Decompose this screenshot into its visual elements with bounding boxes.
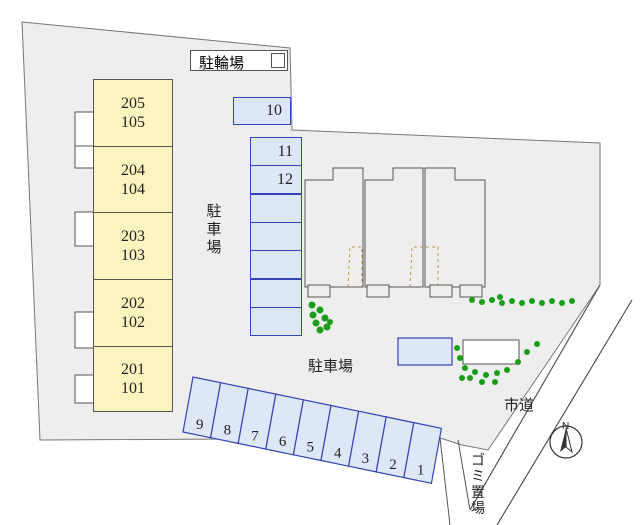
dashed-outlines xyxy=(347,246,439,288)
unit-upper-number: 201 xyxy=(121,361,145,378)
road-edge-outer xyxy=(469,284,601,511)
bicycle-parking: 駐輪場 xyxy=(190,50,288,72)
trees xyxy=(308,294,575,385)
parking-space-number: 1 xyxy=(417,462,425,478)
garbage-area-edge xyxy=(439,437,451,525)
parking-space-number: 5 xyxy=(306,440,314,456)
parking-space: 10 xyxy=(233,97,291,125)
parking-space-number: 3 xyxy=(362,451,370,467)
parking-label-center: 駐車場 xyxy=(308,358,354,375)
road-edge-inner xyxy=(496,299,633,525)
unit-upper-number: 202 xyxy=(121,295,145,312)
parking-space xyxy=(250,250,302,280)
unit-lower-number: 105 xyxy=(121,114,145,131)
unit-upper-number: 203 xyxy=(121,228,145,245)
garbage-area-edge xyxy=(457,439,471,511)
bottom-parking-row: 9 8 7 6 5 4 3 2 1 xyxy=(182,376,443,485)
unit-lower-number: 104 xyxy=(121,180,145,198)
north-arrow-icon xyxy=(549,425,583,459)
city-road-label: 市道 xyxy=(504,397,535,414)
parking-space-number: 10 xyxy=(266,102,282,119)
parking-space-number: 6 xyxy=(279,434,287,450)
unit-upper-number: 204 xyxy=(121,161,145,179)
parking-label-vertical: 駐車場 xyxy=(206,203,222,256)
parking-space-number: 2 xyxy=(389,457,397,473)
parking-space xyxy=(250,306,302,336)
balconies xyxy=(74,111,95,404)
parking-space xyxy=(250,193,302,223)
unit-lower-number: 102 xyxy=(121,314,145,331)
parking-space-number: 12 xyxy=(277,170,293,188)
unit-lower-number: 101 xyxy=(121,380,145,397)
parking-space xyxy=(250,278,302,308)
parking-space xyxy=(403,421,443,485)
parking-space-number: 11 xyxy=(277,142,293,160)
unit-upper-number: 205 xyxy=(121,95,145,112)
unit-lower-number: 103 xyxy=(121,247,145,264)
bicycle-parking-box xyxy=(271,53,285,68)
parking-space-number: 8 xyxy=(224,423,232,439)
parking-space-number: 7 xyxy=(251,428,259,444)
storage-box xyxy=(462,339,520,365)
parking-space-center xyxy=(397,337,453,366)
neighbor-houses xyxy=(304,167,486,298)
parking-space-number: 9 xyxy=(196,417,204,433)
garbage-label: ゴミ置場 xyxy=(471,452,485,516)
parking-space-number: 4 xyxy=(334,445,342,461)
parking-space: 11 xyxy=(250,137,302,166)
bicycle-parking-label: 駐輪場 xyxy=(199,55,245,72)
parking-space xyxy=(250,221,302,251)
parking-space: 12 xyxy=(250,165,302,195)
north-label: N xyxy=(562,421,570,432)
